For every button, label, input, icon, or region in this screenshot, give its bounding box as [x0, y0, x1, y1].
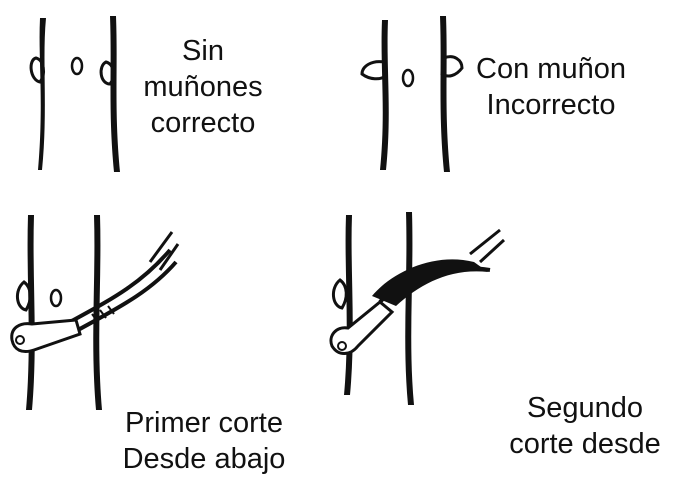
caption-line: Primer corte: [125, 407, 283, 439]
caption-line: Segundo: [526, 392, 644, 424]
caption-line: corte desde: [509, 428, 661, 460]
caption-segundo-corte: Segundo corte desde: [500, 390, 670, 462]
caption-line: Sin: [182, 35, 224, 67]
caption-con-munon: Con muñon Incorrecto: [466, 51, 636, 123]
caption-line: Desde abajo: [122, 443, 286, 475]
caption-line: Incorrecto: [486, 89, 616, 121]
caption-line: muñones: [143, 71, 263, 103]
caption-sin-munones: Sin muñones correcto: [128, 33, 278, 141]
caption-line: correcto: [150, 107, 256, 139]
caption-primer-corte: Primer corte Desde abajo: [104, 405, 304, 477]
caption-line: Con muñon: [476, 53, 626, 85]
